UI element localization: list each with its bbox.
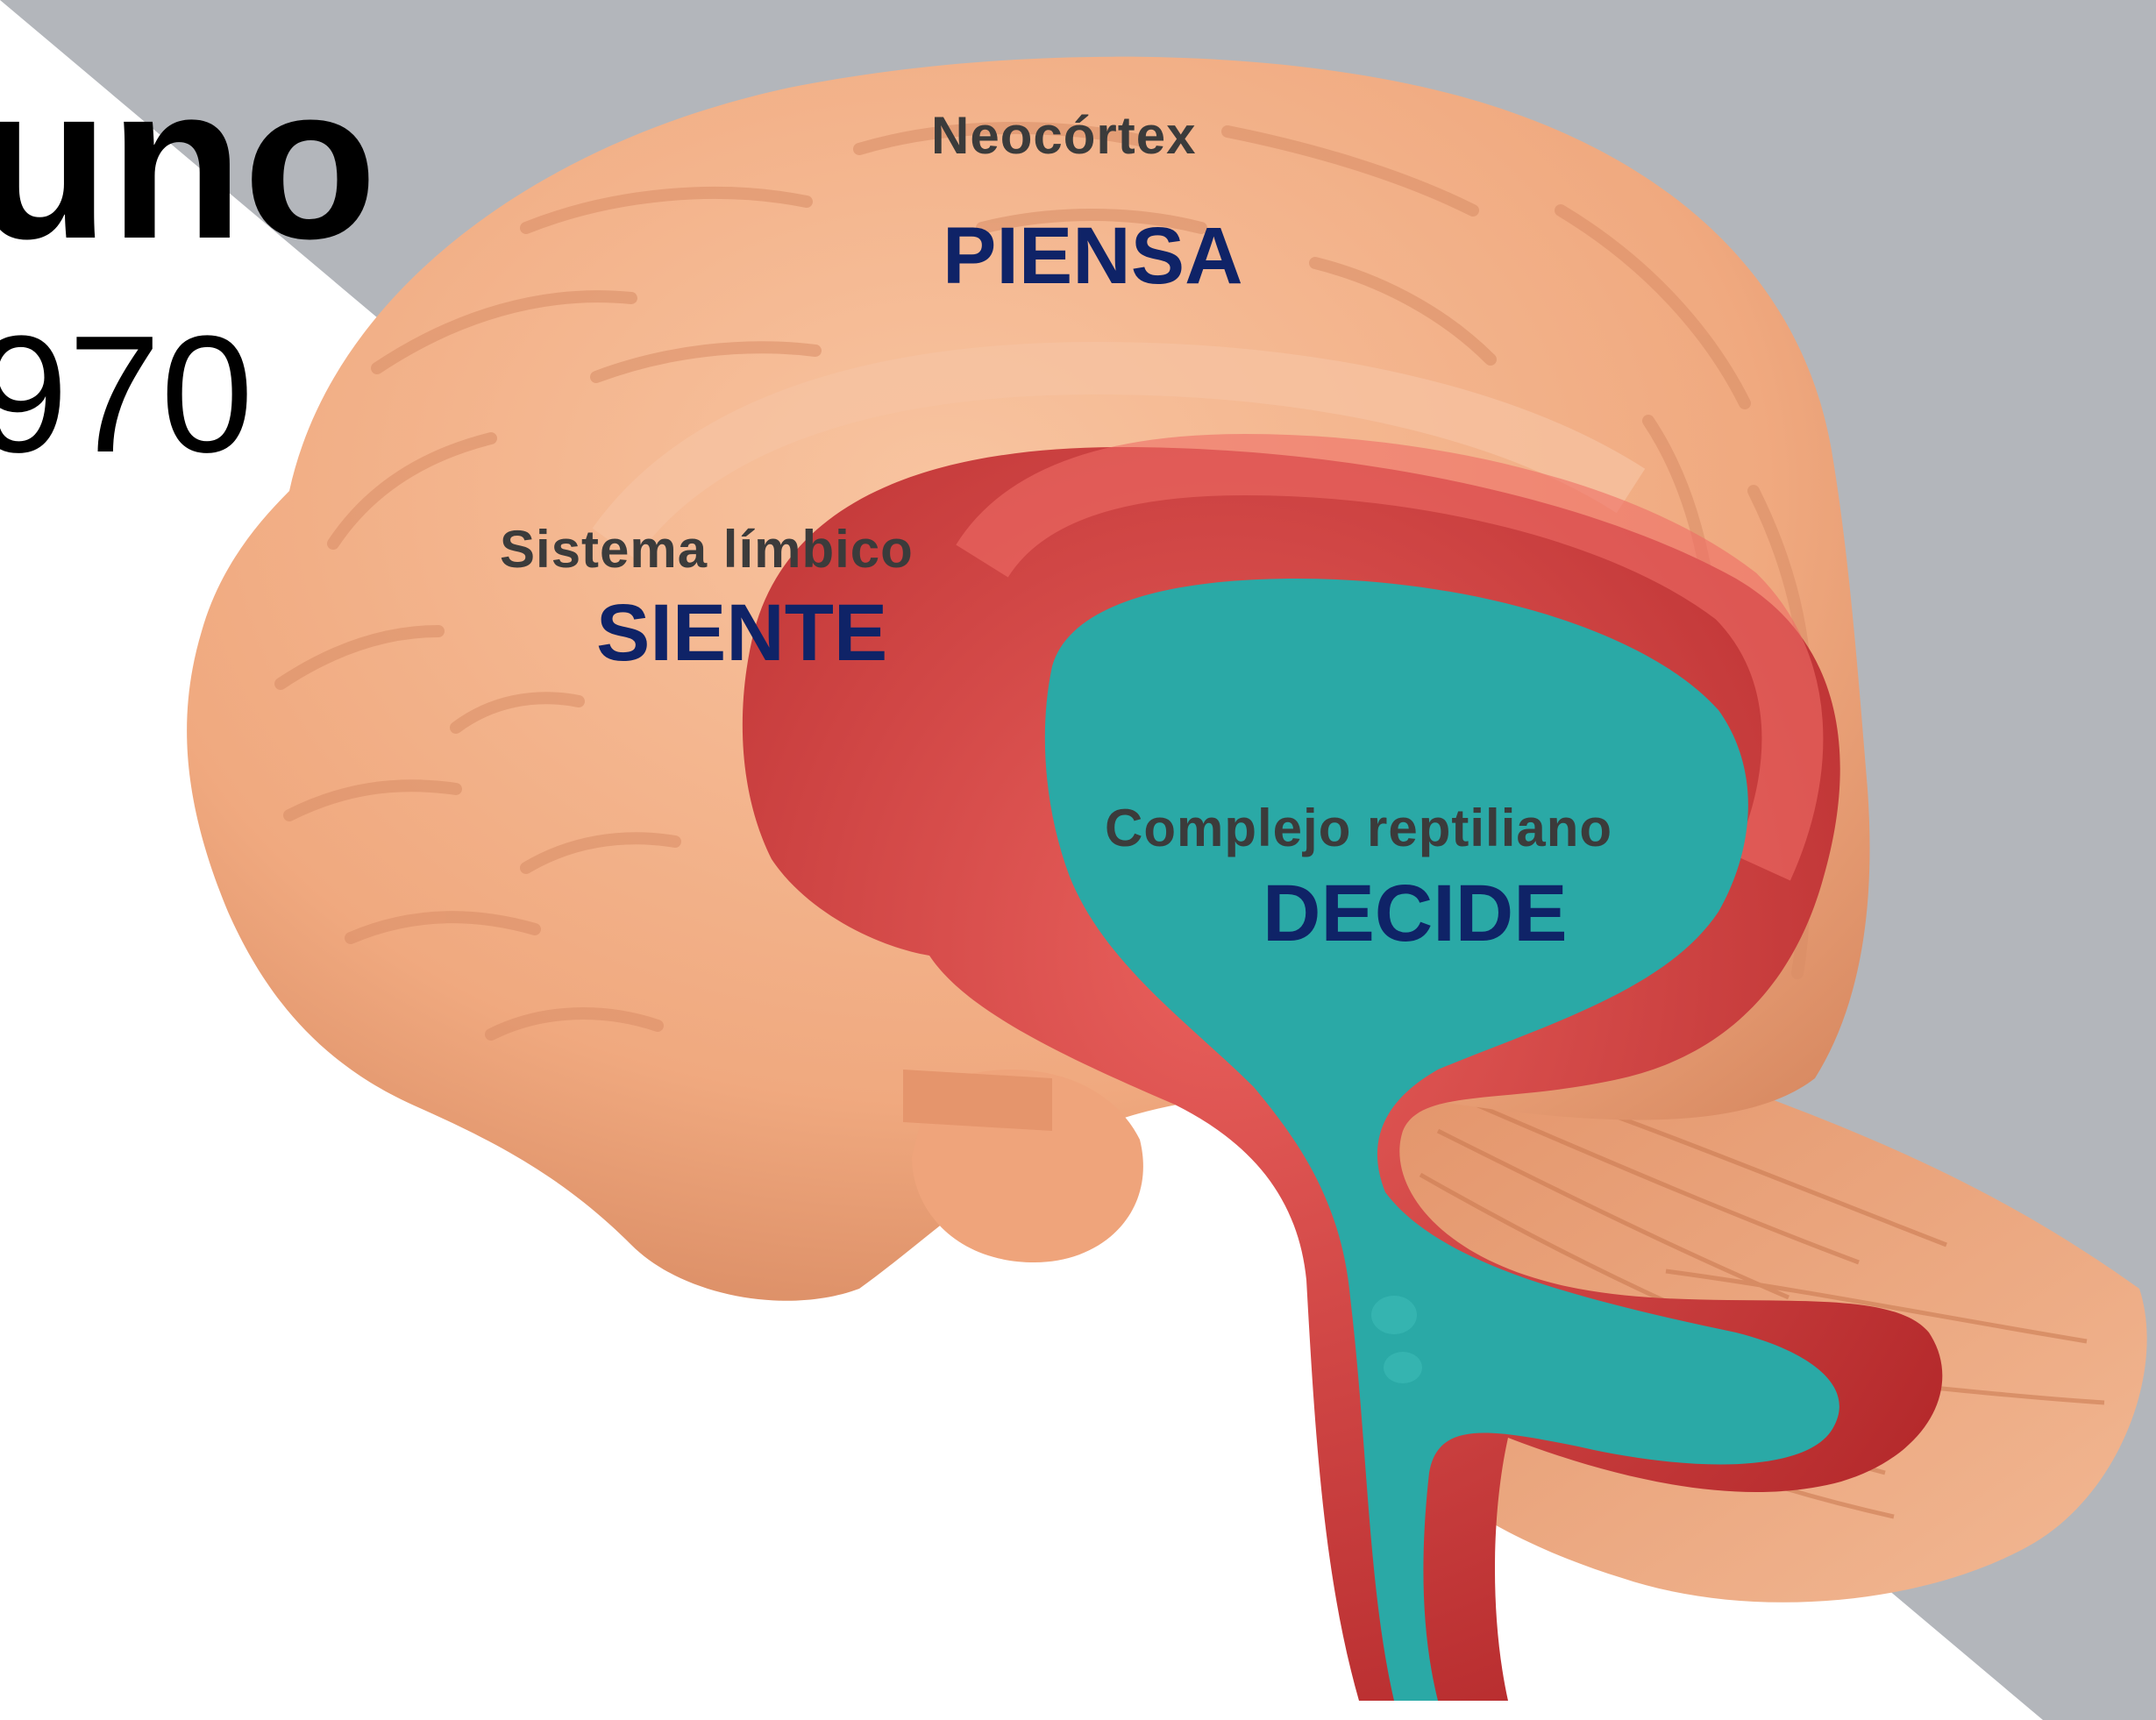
slide-year-fragment: 970	[0, 302, 254, 487]
neocortex-action: PIENSA	[943, 211, 1243, 301]
limbic-system-label: Sistema límbico	[500, 520, 914, 579]
neocortex-label: Neocórtex	[931, 106, 1197, 165]
slide-title-fragment: uno	[0, 39, 378, 284]
reptilian-complex-region	[1044, 579, 1839, 1701]
limbic-system-action: SIENTE	[596, 588, 888, 678]
reptilian-complex-label: Complejo reptiliano	[1105, 799, 1613, 857]
reptilian-complex-action: DECIDE	[1263, 869, 1568, 958]
